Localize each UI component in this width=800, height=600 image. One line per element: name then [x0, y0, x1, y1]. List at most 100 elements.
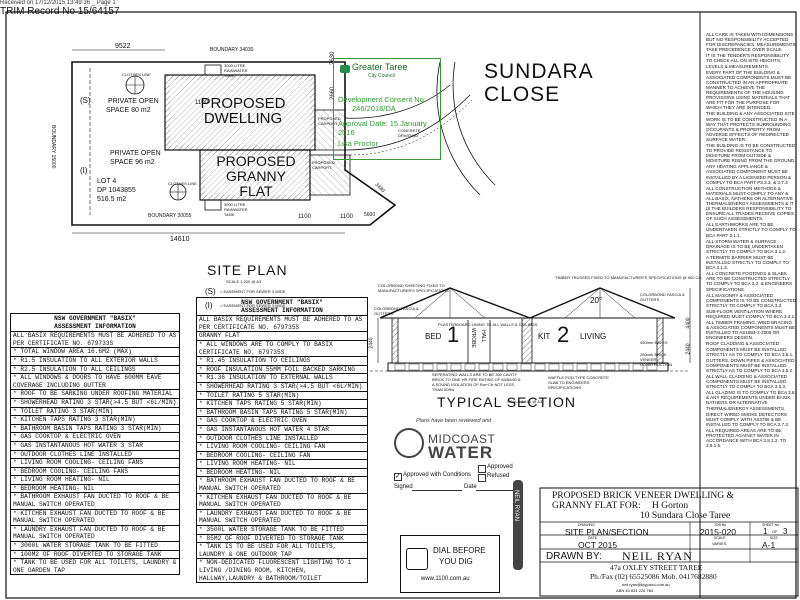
note-item: ALL EARTHWORKS ARE TO BE UNDERTAKEN STRI…: [706, 222, 796, 238]
site-plan-title: SITE PLAN: [207, 262, 288, 278]
legend-i-marker: (I): [205, 301, 213, 310]
phone-icon: [406, 548, 428, 570]
note-item: ROOF CLADDING & ASSOCIATED COMPONENTS MU…: [706, 341, 794, 357]
height-2440b: 2440: [685, 343, 692, 355]
jobno-label: JOB No: [714, 523, 727, 527]
private-open-2b: SPACE 96 m2: [110, 159, 155, 166]
basix-left-row: * KITCHEN EXHAUST FAN DUCTED TO ROOF & B…: [11, 510, 179, 526]
veneer-note: 250mm BRICK VENEER CONSTRUCTION: [640, 352, 673, 367]
signed-label: Signed: [394, 484, 413, 490]
waffle-pod: [408, 363, 420, 371]
basix-left-row: * LIVING ROOM COOLING- CEILING FANS: [11, 459, 179, 468]
fascia-note-2: COLORBOND FASCIA & GUTTERS: [640, 292, 685, 302]
size-label: SIZE: [770, 536, 778, 540]
dim-1100-a: 1100: [298, 214, 311, 220]
basix-left-title-2: ASSESSMENT INFORMATION: [54, 322, 136, 330]
basix-right-title: NSW GOVERNMENT "BASIX" ASSESSMENT INFORM…: [197, 298, 367, 317]
basix-left-row: * TOILET RATING 3 STAR(min): [11, 408, 179, 417]
plaster-note: PLASTERBOARD LINING TO ALL WALLS & CEILI…: [438, 322, 538, 327]
basix-right-row: * SHOWERHEAD RATING 3 STAR(>4.5 but <6L/…: [197, 383, 367, 392]
waffle-pod: [520, 363, 532, 371]
basix-right-row: * TANK IS TO BE USED FOR ALL TOILETS, LA…: [197, 543, 367, 560]
basix-right-row: * 85m2 OF ROOF DIVERTED TO STORAGE TANK: [197, 535, 367, 544]
note-item: ALL GLAZING IS TO COMPLY TO BCA 3.6. & A…: [706, 390, 796, 411]
waffle-pod: [632, 363, 644, 371]
basix-right-row: * R1.45 INSULATION TO CEILINGS: [197, 357, 367, 366]
approved-checkbox[interactable]: [478, 465, 486, 473]
approval-date: Approval Date: 15 January 2016: [338, 119, 427, 137]
note-item: GUTTERS, DOWN PIPES & ASSOCIATED COMPONE…: [706, 357, 795, 373]
sheet-number: 1: [763, 527, 768, 536]
waffle-pod: [590, 363, 602, 371]
roof-note: TIMBER TRUSSES FIXED TO MANUFACTURER'S S…: [555, 275, 702, 280]
signature-line: [412, 490, 462, 491]
legend-s: = EASEMENT FOR SEWER 3 WIDE: [220, 289, 286, 294]
lot-label: LOT 4: [97, 178, 117, 185]
general-notes: ALL CARE IS TAKEN WITH DIMENSIONS BUT NO…: [706, 32, 796, 449]
drawn-by-label: DRAWN BY:: [546, 551, 602, 562]
note-item: IT IS THE TENDER'S RESPONSIBILITY TO CHE…: [706, 53, 789, 69]
bed-label: BED: [425, 332, 442, 341]
waffle-pod: [464, 363, 476, 371]
date-label: Date: [464, 484, 477, 490]
water-brand-1: MIDCOAST: [428, 432, 496, 446]
consent-label: Development Consent No:: [338, 95, 426, 104]
dial-url: www.1100.com.au: [421, 576, 470, 582]
basix-right-row: * BATHROOM BASIN TAPS RATING 5 STAR(min): [197, 409, 367, 418]
dial-before-you-dig: DIAL BEFORE YOU DIG www.1100.com.au: [400, 535, 500, 593]
basix-left-row: * 100m2 OF ROOF DIVERTED TO STORAGE TANK: [11, 551, 179, 560]
basix-dwelling-table: NSW GOVERNMENT "BASIX" ASSESSMENT INFORM…: [10, 313, 180, 576]
water-plans-note: Plans have been reviewed and: [416, 418, 492, 424]
council-sub: City Council: [368, 73, 395, 79]
water-brand-2: WATER: [428, 443, 494, 462]
basix-left-row: * SHOWERHEAD RATING 3 STAR(>4.5 but <6L/…: [11, 399, 179, 408]
basix-right-row: * TOILET RATING 5 STAR(min): [197, 392, 367, 401]
waffle-pod: [604, 363, 616, 371]
carport-1-label: PROPOSED CARPORT: [318, 116, 341, 126]
basix-right-row: * LIVING ROOM HEATING- NIL: [197, 460, 367, 469]
basix-right-row: * 3500L WATER STORAGE TANK TO BE FITTED: [197, 526, 367, 535]
basix-right-row: * BEDROOM HEATING- NIL: [197, 469, 367, 478]
refused-label: Refused: [487, 473, 510, 479]
basix-right-title-2: ASSESSMENT INFORMATION: [241, 306, 323, 314]
height-2440: 2440: [368, 337, 375, 349]
basix-left-row: * TOTAL WINDOW AREA 16.6m2 (max): [11, 348, 179, 357]
job-number: 2015-020: [700, 527, 736, 537]
basix-left-row: * BEDROOM COOLING- CEILING FANS: [11, 468, 179, 477]
basix-left-row: * BEDROOM HEATING- NIL: [11, 485, 179, 494]
refused-checkbox[interactable]: [478, 474, 486, 482]
legend-i: = EASEMENT FOR SEWER 3 WIDE: [220, 303, 286, 308]
dial-line-1: DIAL BEFORE: [433, 546, 486, 555]
legend-s-marker: (S): [205, 287, 216, 296]
basix-left-row: * LAUNDRY EXHAUST FAN DUCTED TO ROOF & B…: [11, 526, 179, 543]
tank-top-label: 3000 LITRE RAINWATER TANK: [224, 63, 248, 78]
dim-5600: 5600: [364, 212, 376, 218]
basix-left-rows: ALL BASIX REQUIREMENTS MUST BE ADHERED T…: [11, 332, 179, 574]
basix-right-row: * ALL WINDOWS ARE TO COMPLY TO BASIX CER…: [197, 341, 367, 358]
clothes-line-label-1: CLOTHES LINE: [122, 72, 151, 77]
waffle-pod: [576, 363, 588, 371]
wrobe-label: W'ROBE: [470, 328, 476, 348]
approved-cond-checkbox[interactable]: ✓: [394, 473, 402, 481]
basix-right-title-1: NSW GOVERNMENT "BASIX": [241, 299, 323, 306]
basix-right-row: * OUTDOOR CLOTHES LINE INSTALLED: [197, 435, 367, 444]
basix-right-row: * NON-DEDICATED FLUORESCENT LIGHTING TO …: [199, 559, 352, 582]
received-stamp: Received on 17/12/2015 13:49:36 _ Page 1: [0, 0, 116, 6]
sheet-label: SHEET No: [762, 523, 780, 527]
waffle-pod: [562, 363, 574, 371]
officer-name: Lisa Proctor: [338, 139, 379, 148]
carport-2-label: PROPOSED CARPORT: [312, 160, 335, 170]
waffle-pod: [492, 363, 504, 371]
note-item: A TERMITE BARRIER MUST BE INSTALLED STRI…: [706, 254, 789, 271]
project-line-1: PROPOSED BRICK VENEER DWELLING &: [552, 491, 734, 501]
note-item: THE BUILDING IS TO BE CONSTRUCTED TO PRO…: [706, 142, 796, 164]
note-item: SUB-FLOOR VENTILATION WHERE REQUIRED MUS…: [706, 308, 796, 319]
sheet-of: OF: [772, 529, 778, 534]
note-item: ANY HEATING APPLIANCE & ASSOCIATED COMPO…: [706, 164, 792, 185]
typical-section: [370, 287, 691, 372]
note-item: EVERY PART OF THE BUILDING & ASSOCIATED …: [706, 69, 792, 111]
basix-left-row: * 3000L WATER STORAGE TANK TO BE FITTED: [11, 542, 179, 551]
basix-left-row: * R1.5 INSULATION TO ALL EXTERIOR WALLS: [11, 357, 179, 366]
note-item: ALL MASONRY & ASSOCIATED COMPONENTS IS T…: [706, 292, 796, 308]
waffle-pod: [394, 363, 406, 371]
